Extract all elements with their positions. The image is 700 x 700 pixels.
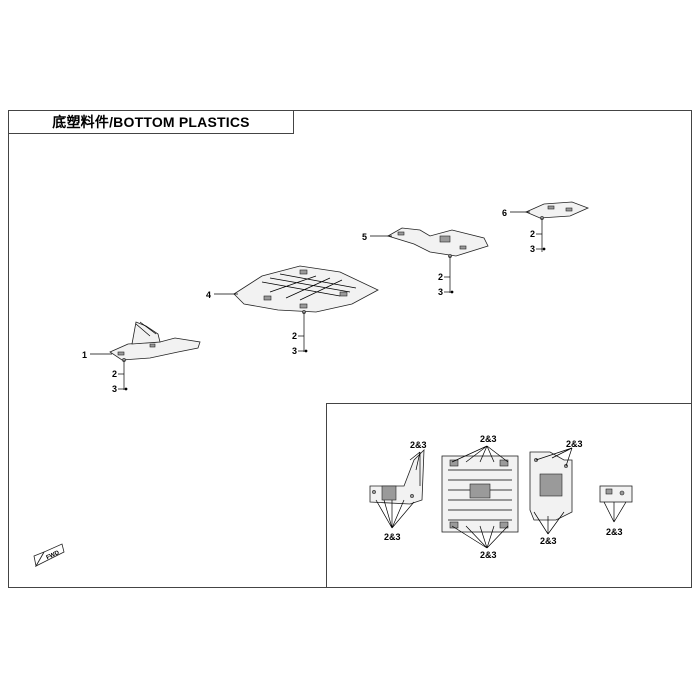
callout-3-part5: 3 [438,287,443,297]
callout-3-part4: 3 [292,346,297,356]
part-6-rear-plate [525,201,590,220]
inset-label-plate4-top: 2&3 [480,434,497,444]
inset-label-plate5-top: 2&3 [566,439,583,449]
diagram-title: 底塑料件/BOTTOM PLASTICS [52,114,250,130]
title-box: 底塑料件/BOTTOM PLASTICS [8,110,294,134]
callout-3-part6: 3 [530,244,535,254]
inset-label-plate4-bottom: 2&3 [480,550,497,560]
callout-2-part4: 2 [292,331,297,341]
part-4-center-plate [233,265,379,314]
fwd-label: FWD [46,550,62,561]
inset-plate-5 [529,451,573,521]
callout-1: 1 [82,350,87,360]
inset-plate-6 [599,485,633,503]
part-5-rear-center-plate [386,227,489,258]
fastener-detail-inset [326,403,692,588]
callout-4: 4 [206,290,211,300]
part-1-front-plate [109,321,201,362]
inset-label-plate6: 2&3 [606,527,623,537]
forward-arrow-icon: FWD [33,543,65,568]
inset-label-plate5-bottom: 2&3 [540,536,557,546]
inset-label-plate1-bottom: 2&3 [384,532,401,542]
callout-2-part5: 2 [438,272,443,282]
inset-plate-4 [441,455,519,533]
callout-2-part6: 2 [530,229,535,239]
callout-6: 6 [502,208,507,218]
callout-2-part1: 2 [112,369,117,379]
inset-label-plate1-top: 2&3 [410,440,427,450]
callout-3-part1: 3 [112,384,117,394]
inset-plate-1 [369,448,425,505]
callout-5: 5 [362,232,367,242]
